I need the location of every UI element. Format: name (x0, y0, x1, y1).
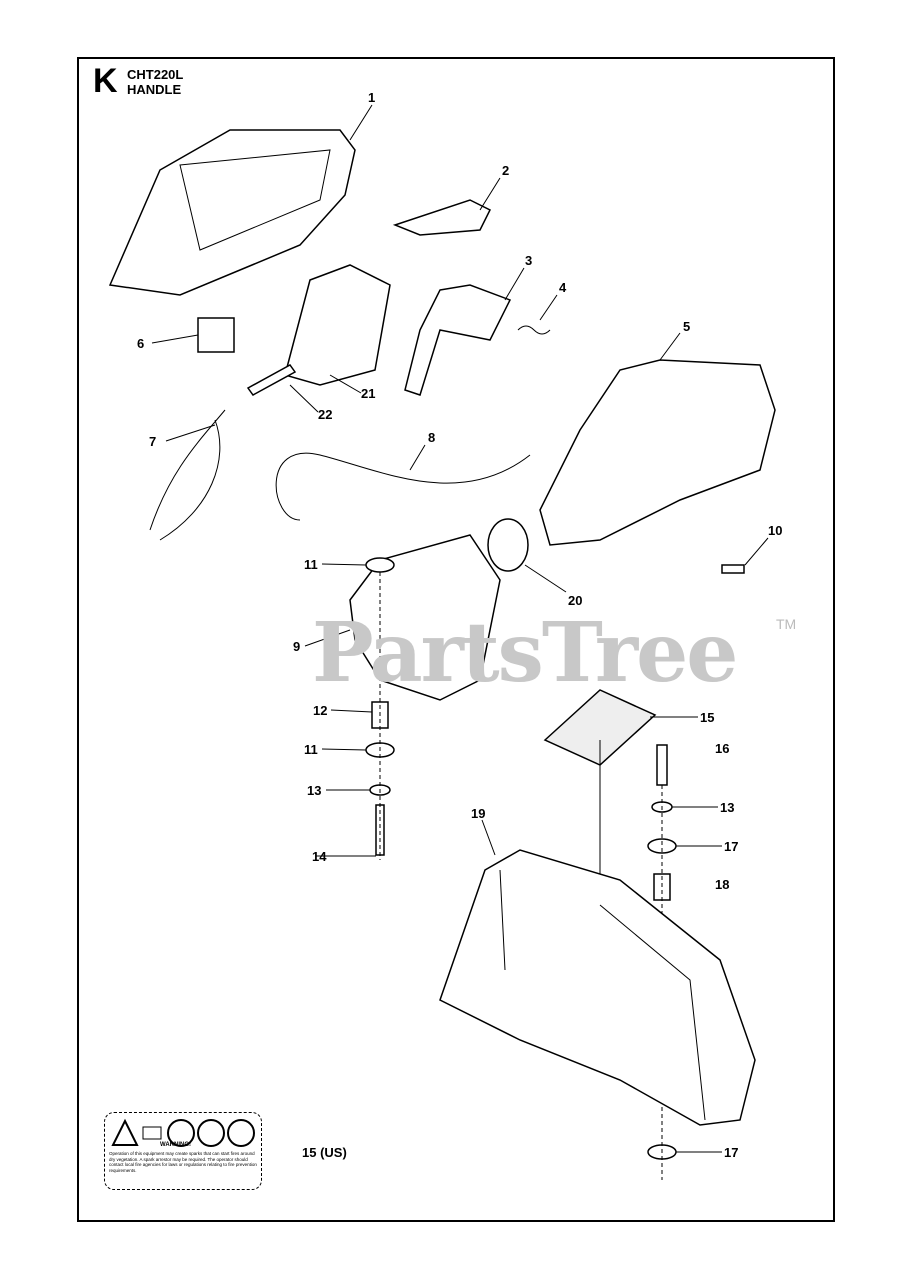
part-throttle-cable (275, 452, 531, 521)
callout-20: 20 (568, 593, 582, 608)
part-washer-11 (365, 557, 395, 573)
callout-15-us: 15 (US) (302, 1145, 347, 1160)
callout-2: 2 (502, 163, 509, 178)
callout-16: 16 (715, 741, 729, 756)
part-front-handle (439, 849, 756, 1126)
boots-icon (227, 1119, 255, 1147)
part-wire-harness (149, 409, 226, 541)
callout-13: 13 (720, 800, 734, 815)
callout-12: 12 (313, 703, 327, 718)
part-handle-housing (108, 129, 356, 296)
callout-6: 6 (137, 336, 144, 351)
callout-3: 3 (525, 253, 532, 268)
callout-22: 22 (318, 407, 332, 422)
gloves-icon (197, 1119, 225, 1147)
callout-19: 19 (471, 806, 485, 821)
callout-14: 14 (312, 849, 327, 864)
part-switch (197, 317, 235, 353)
callout-10: 10 (768, 523, 782, 538)
part-screw-10 (721, 564, 745, 574)
part-spring (517, 325, 551, 335)
section-letter: K (93, 62, 118, 100)
callout-7: 7 (149, 434, 156, 449)
callout-15: 15 (700, 710, 714, 725)
warning-pictograms (111, 1118, 255, 1147)
callout-11: 11 (304, 557, 318, 572)
part-bolt-16 (656, 744, 668, 786)
warning-decal: WARNING! Operation of this equipment may… (104, 1112, 262, 1190)
warning-text: Operation of this equipment may create s… (109, 1151, 257, 1173)
callout-17: 17 (724, 1145, 738, 1160)
diagram-title: CHT220L HANDLE (127, 67, 183, 97)
model-number: CHT220L (127, 67, 184, 82)
callout-4: 4 (559, 280, 567, 295)
part-lockout (392, 199, 492, 236)
callout-13: 13 (307, 783, 321, 798)
watermark: PartsTree (312, 605, 738, 701)
callout-5: 5 (683, 319, 690, 334)
part-o-ring (487, 518, 529, 572)
callout-8: 8 (428, 430, 435, 445)
part-spring-22 (246, 364, 297, 396)
callout-9: 9 (293, 639, 300, 654)
part-decal (543, 689, 657, 766)
part-handle-base (349, 534, 501, 701)
part-cover (284, 264, 391, 386)
callout-11: 11 (304, 742, 318, 757)
manual-book-icon (142, 1126, 162, 1140)
callout-18: 18 (715, 877, 729, 892)
part-rear-housing (539, 359, 776, 546)
trademark-mark: TM (776, 616, 797, 632)
callout-1: 1 (368, 90, 375, 105)
warning-title: WARNING! (160, 1142, 191, 1148)
part-trigger (404, 284, 512, 396)
callout-17: 17 (724, 839, 738, 854)
callout-21: 21 (361, 386, 375, 401)
diagram-frame (77, 57, 835, 1222)
warning-triangle-icon (111, 1118, 139, 1146)
ear-protection-icon (167, 1119, 195, 1147)
assembly-name: HANDLE (127, 82, 182, 97)
